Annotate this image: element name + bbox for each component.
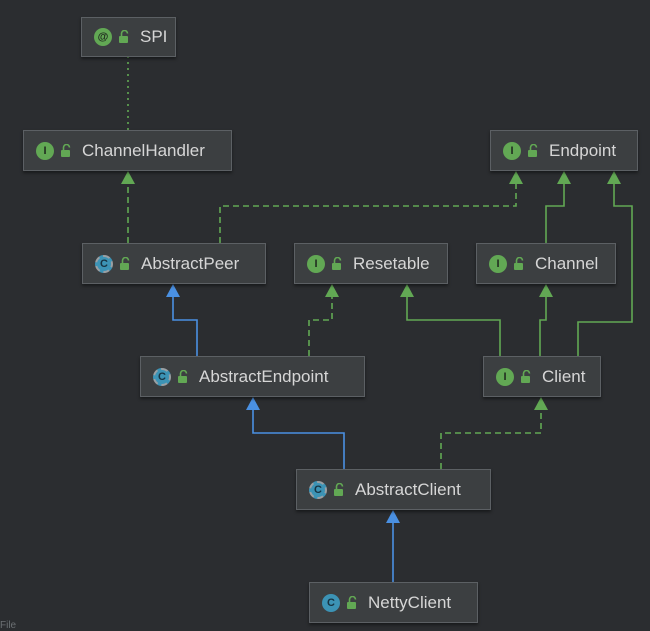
edge-line [545,183,565,243]
node-label-endpoint: Endpoint [549,140,617,160]
interface-badge-icon: I [496,367,514,386]
node-nettyclient[interactable]: C NettyClient [309,582,478,623]
abstract-class-badge-icon: C [153,367,171,386]
edge-arrowhead [557,171,571,184]
node-resetable[interactable]: I Resetable [294,243,448,284]
annotation-badge-icon: @ [94,28,112,46]
unlock-icon [332,256,342,270]
edge-arrowhead [534,397,548,410]
edge-line [406,296,501,356]
node-label-channel: Channel [535,253,599,273]
node-label-channelhandler: ChannelHandler [82,140,205,160]
edge-channel-to-endpoint [545,171,571,243]
edge-line [308,296,333,356]
unlock-icon [521,369,531,383]
edge-arrowhead [386,510,400,523]
edge-arrowhead [325,284,339,297]
edge-line [577,183,633,356]
edge-abstractclient-to-client [440,397,548,469]
unlock-icon [514,256,524,270]
node-spi[interactable]: @ SPI [81,17,176,57]
edge-line [440,409,542,469]
node-client[interactable]: I Client [483,356,601,397]
interface-badge-icon: I [489,254,507,273]
node-abstractpeer[interactable]: C AbstractPeer [82,243,266,284]
edge-line [219,183,517,243]
interface-badge-icon: I [36,141,54,160]
abstract-class-badge-icon: C [309,480,327,499]
edge-line [539,296,547,356]
edge-arrowhead [121,171,135,184]
node-abstractendpoint[interactable]: C AbstractEndpoint [140,356,365,397]
unlock-icon [528,143,538,157]
node-label-abstractendpoint: AbstractEndpoint [199,366,329,386]
unlock-icon [334,482,344,496]
edge-client-to-endpoint [577,171,633,356]
unlock-icon [120,256,130,270]
node-channelhandler[interactable]: I ChannelHandler [23,130,232,171]
node-label-spi: SPI [140,27,168,46]
unlock-icon [178,369,188,383]
edge-line [252,409,345,469]
node-label-resetable: Resetable [353,253,430,273]
abstract-class-badge-icon: C [95,254,113,273]
interface-badge-icon: I [503,141,521,160]
edge-arrowhead [246,397,260,410]
node-endpoint[interactable]: I Endpoint [490,130,638,171]
node-abstractclient[interactable]: C AbstractClient [296,469,491,510]
edge-abstractclient-to-abstractendpoint [246,397,345,469]
unlock-icon [347,595,357,609]
edge-arrowhead [607,171,621,184]
edge-client-to-channel [539,284,553,356]
unlock-icon [61,143,71,157]
edge-line [172,296,198,356]
node-label-nettyclient: NettyClient [368,592,452,612]
edge-arrowhead [539,284,553,297]
interface-badge-icon: I [307,254,325,273]
edge-arrowhead [166,284,180,297]
class-badge-icon: C [322,593,340,612]
edge-arrowhead [400,284,414,297]
node-label-client: Client [542,366,586,386]
node-channel[interactable]: I Channel [476,243,616,284]
edge-arrowhead [509,171,523,184]
edge-client-to-resetable [400,284,501,356]
node-label-abstractpeer: AbstractPeer [141,253,240,273]
edge-abstractpeer-to-endpoint [219,171,523,243]
edge-nettyclient-to-abstractclient [386,510,400,582]
edge-abstractendpoint-to-abstractpeer [166,284,198,356]
unlock-icon [119,30,129,43]
edge-abstractendpoint-to-resetable [308,284,339,356]
node-label-abstractclient: AbstractClient [355,479,461,499]
edge-abstractpeer-to-channelhandler [121,171,135,243]
footer-fragment: File [0,620,17,631]
